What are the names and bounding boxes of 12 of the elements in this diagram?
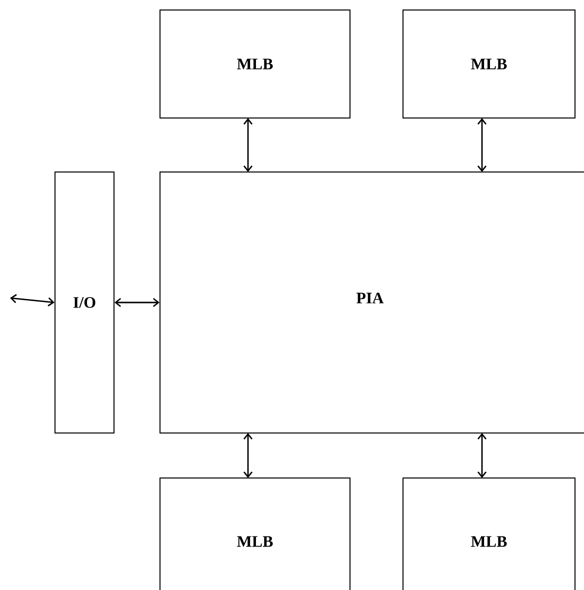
arrow [243,118,253,172]
arrow [477,433,487,478]
arrow [10,294,54,306]
block-box: MLB [160,10,350,118]
array-box: PIA [160,172,584,434]
block-box: MLB [402,478,576,590]
block-box: MLB [402,10,576,118]
arrow [114,298,160,308]
arrow [477,118,487,172]
block-box: MLB [160,478,350,590]
io-box: I/O [54,172,114,434]
arrow [243,433,253,478]
